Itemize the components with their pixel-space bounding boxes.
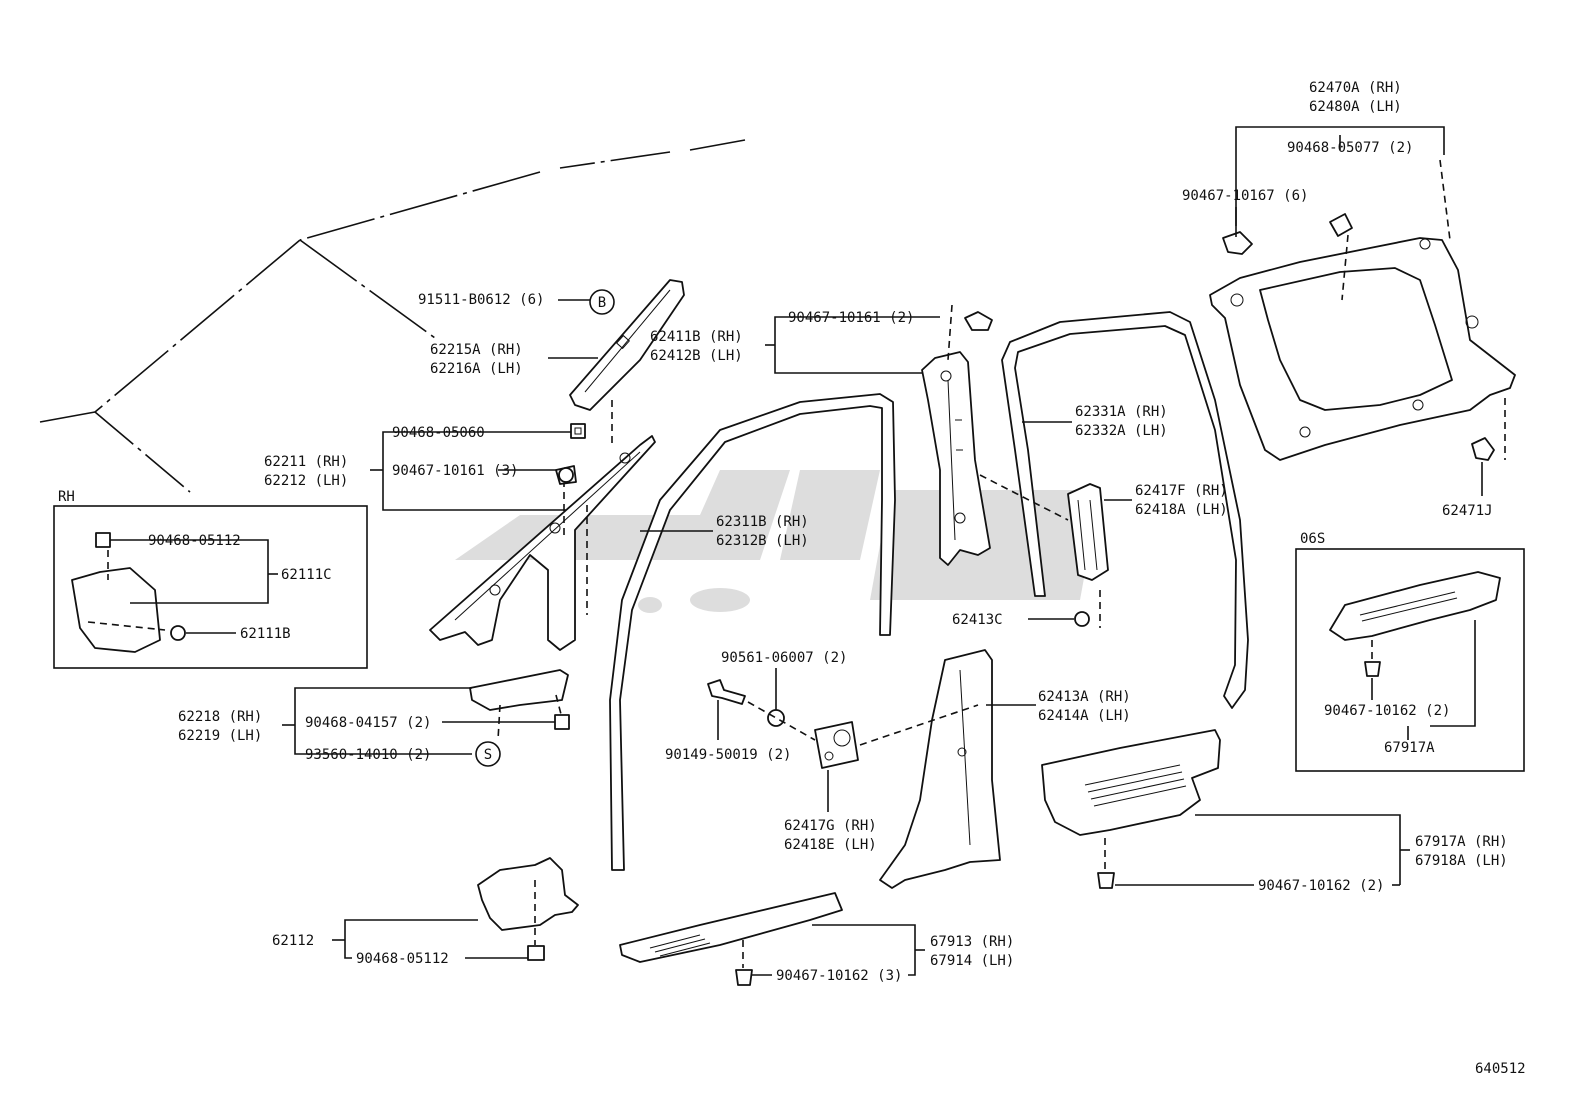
label-62111c: 62111C xyxy=(281,567,332,583)
label-90468-05077: 90468-05077 (2) xyxy=(1287,140,1413,156)
label-62413a: 62413A (RH) xyxy=(1038,689,1131,705)
label-67918a: 67918A (LH) xyxy=(1415,853,1508,869)
nut-90561-06007 xyxy=(767,709,785,727)
callout-b-symbol: B xyxy=(589,289,615,315)
dash-line xyxy=(1439,159,1451,241)
label-62219: 62219 (LH) xyxy=(178,728,262,744)
clip-90468-05112 xyxy=(527,945,545,961)
label-62212: 62212 (LH) xyxy=(264,473,348,489)
label-rh-box: RH xyxy=(58,489,75,505)
label-67913: 67913 (RH) xyxy=(930,934,1014,950)
label-62418e: 62418E (LH) xyxy=(784,837,877,853)
label-67914: 67914 (LH) xyxy=(930,953,1014,969)
label-62112: 62112 xyxy=(272,933,314,949)
dash-line xyxy=(979,474,1069,521)
part-62211 xyxy=(429,435,656,651)
callout-s: S xyxy=(484,747,492,763)
clip-90467-10162-67917a xyxy=(1097,872,1115,889)
dash-line xyxy=(747,701,816,741)
part-62215a xyxy=(569,279,685,411)
part-62112 xyxy=(477,857,579,931)
diagram-number: 640512 xyxy=(1475,1061,1526,1077)
clip-90467-10162-o6s xyxy=(1364,661,1381,677)
label-62413c: 62413C xyxy=(952,612,1003,628)
label-90467-10162-3: 90467-10162 (3) xyxy=(776,968,902,984)
label-62216a: 62216A (LH) xyxy=(430,361,523,377)
label-90467-10161-2: 90467-10161 (2) xyxy=(788,310,914,326)
label-62412b: 62412B (LH) xyxy=(650,348,743,364)
callout-s-symbol: S xyxy=(475,741,501,767)
label-90468-05112: 90468-05112 xyxy=(356,951,449,967)
label-90468-05060: 90468-05060 xyxy=(392,425,485,441)
label-62331a: 62331A (RH) xyxy=(1075,404,1168,420)
part-62111c xyxy=(71,567,161,653)
dash-line xyxy=(87,621,166,631)
label-62218: 62218 (RH) xyxy=(178,709,262,725)
label-62414a: 62414A (LH) xyxy=(1038,708,1131,724)
part-62218 xyxy=(469,669,569,711)
label-90467-10161-3: 90467-10161 (3) xyxy=(392,463,518,479)
part-62470a xyxy=(1209,237,1516,461)
dash-line xyxy=(1341,234,1349,301)
label-62312b: 62312B (LH) xyxy=(716,533,809,549)
part-62311b xyxy=(609,393,896,871)
clip-90467-10162-67913 xyxy=(735,969,753,986)
label-91511-b0612: 91511-B0612 (6) xyxy=(418,292,544,308)
clip-90467-10161-center xyxy=(964,311,993,331)
part-62417g xyxy=(814,721,859,769)
label-67917a-o6s: 67917A xyxy=(1384,740,1435,756)
callout-b: B xyxy=(598,295,606,311)
dash-line xyxy=(947,304,953,361)
clip-62471j xyxy=(1471,437,1495,461)
dash-line xyxy=(555,694,563,719)
part-67917a xyxy=(1041,729,1221,836)
bolt-90149-50019 xyxy=(707,679,746,705)
part-62413a xyxy=(879,649,1001,889)
label-62211: 62211 (RH) xyxy=(264,454,348,470)
label-62111b: 62111B xyxy=(240,626,291,642)
dash-line xyxy=(859,704,979,746)
clip-90468-05112-rh xyxy=(95,532,111,548)
label-62311b: 62311B (RH) xyxy=(716,514,809,530)
label-90467-10162-2: 90467-10162 (2) xyxy=(1258,878,1384,894)
o6s-box xyxy=(1295,548,1525,772)
label-67917a: 67917A (RH) xyxy=(1415,834,1508,850)
label-93560-14010: 93560-14010 (2) xyxy=(305,747,431,763)
part-62331a xyxy=(1001,311,1249,709)
part-67913 xyxy=(619,892,843,963)
label-90467-10167: 90467-10167 (6) xyxy=(1182,188,1308,204)
clip-90468-05077 xyxy=(1329,213,1353,237)
part-labels: 62470A (RH) 62480A (LH) 90468-05077 (2) … xyxy=(58,80,1526,1077)
clip-62413c xyxy=(1074,611,1090,627)
label-90467-10162-o6s: 90467-10162 (2) xyxy=(1324,703,1450,719)
label-o6s-box: 06S xyxy=(1300,531,1325,547)
clip-90467-10167 xyxy=(1222,231,1253,255)
label-62418a: 62418A (LH) xyxy=(1135,502,1228,518)
part-62417f xyxy=(1067,483,1109,581)
leader-lines xyxy=(110,126,1483,976)
rh-box xyxy=(53,505,368,669)
label-62471j: 62471J xyxy=(1442,503,1493,519)
part-62411b xyxy=(921,351,991,566)
label-90468-05112-rh: 90468-05112 xyxy=(148,533,241,549)
label-62417g: 62417G (RH) xyxy=(784,818,877,834)
label-62470a: 62470A (RH) xyxy=(1309,80,1402,96)
clip-90468-05060 xyxy=(570,423,586,439)
clip-90468-04157 xyxy=(554,714,570,730)
label-62480a: 62480A (LH) xyxy=(1309,99,1402,115)
label-62215a: 62215A (RH) xyxy=(430,342,523,358)
label-90149-50019: 90149-50019 (2) xyxy=(665,747,791,763)
label-90468-04157: 90468-04157 (2) xyxy=(305,715,431,731)
clip-62111b xyxy=(170,625,186,641)
label-62332a: 62332A (LH) xyxy=(1075,423,1168,439)
part-67917a-o6s xyxy=(1329,571,1501,641)
label-90561-06007: 90561-06007 (2) xyxy=(721,650,847,666)
label-62417f: 62417F (RH) xyxy=(1135,483,1228,499)
label-62411b: 62411B (RH) xyxy=(650,329,743,345)
clip-90467-10161 xyxy=(555,465,577,485)
body-outline xyxy=(39,139,746,493)
